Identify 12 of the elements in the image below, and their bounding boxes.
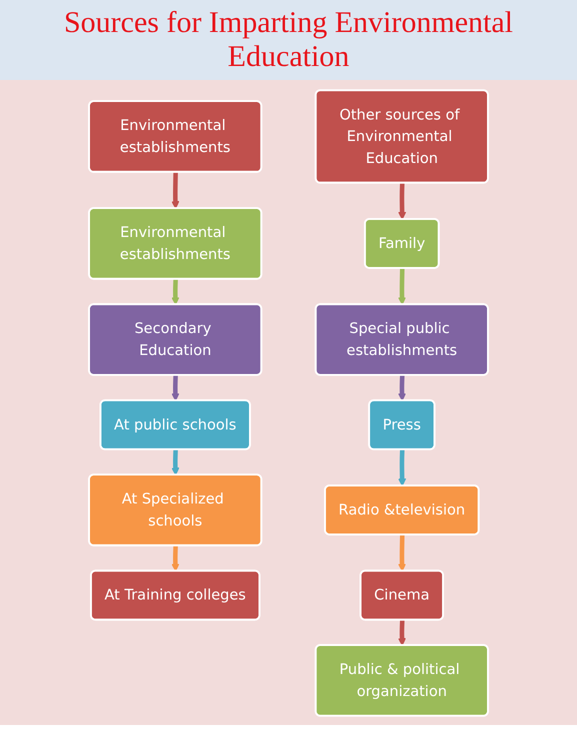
diagram-title: Sources for Imparting Environmental Education <box>0 0 577 80</box>
arrow <box>171 374 180 401</box>
arrow <box>171 545 180 572</box>
arrow <box>171 278 180 304</box>
arrow <box>398 448 406 486</box>
arrow <box>398 374 406 401</box>
arrow <box>398 182 406 220</box>
arrow <box>398 268 406 304</box>
arrow <box>171 172 180 208</box>
arrow <box>398 534 406 572</box>
arrow <box>171 448 180 475</box>
arrow <box>398 619 406 646</box>
